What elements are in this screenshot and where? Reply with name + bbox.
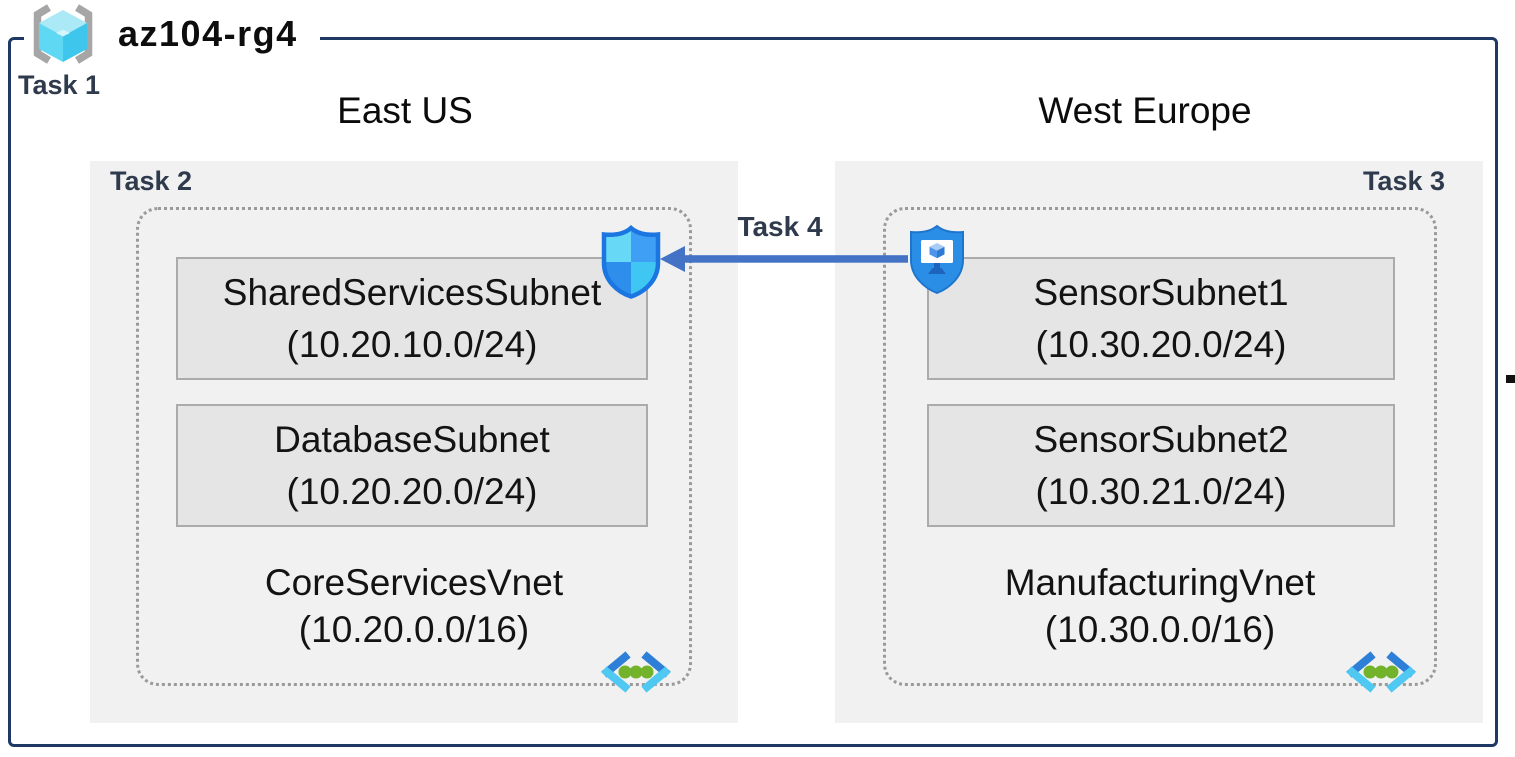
- application-security-group-icon: [910, 224, 964, 295]
- subnet-cidr: (10.20.20.0/24): [286, 470, 538, 512]
- subnet-database: DatabaseSubnet (10.20.20.0/24): [176, 404, 648, 527]
- virtual-network-icon: [1346, 651, 1416, 693]
- vnet-cidr: (10.30.0.0/16): [1044, 608, 1276, 650]
- coreservices-vnet-boundary: SharedServicesSubnet (10.20.10.0/24) Dat…: [136, 207, 692, 693]
- subnet-name: DatabaseSubnet: [274, 418, 550, 460]
- virtual-network-icon: [601, 651, 671, 693]
- coreservices-vnet-label: CoreServicesVnet (10.20.0.0/16): [139, 560, 689, 653]
- subnet-cidr: (10.30.21.0/24): [1035, 470, 1287, 512]
- resource-group-frame: [8, 37, 1498, 747]
- task4-label: Task 4: [737, 211, 823, 242]
- subnet-cidr: (10.20.10.0/24): [286, 323, 538, 365]
- vnet-name: CoreServicesVnet: [264, 562, 564, 603]
- resource-group-title-block: az104-rg4: [24, 2, 320, 66]
- subnet-name: SensorSubnet2: [1033, 418, 1289, 460]
- subnet-sensor1: SensorSubnet1 (10.30.20.0/24): [927, 257, 1395, 380]
- vnet-name: ManufacturingVnet: [1004, 562, 1316, 603]
- region-title-east-us: East US: [337, 90, 473, 131]
- region-panel-west-europe: Task 3 SensorSubnet1 (10.30.20.0/24) Sen…: [835, 161, 1483, 723]
- manufacturing-vnet-boundary: SensorSubnet1 (10.30.20.0/24) SensorSubn…: [883, 207, 1437, 693]
- region-title-west-europe: West Europe: [1038, 90, 1252, 131]
- vnet-cidr: (10.20.0.0/16): [298, 608, 530, 650]
- task3-label: Task 3: [1362, 166, 1445, 196]
- page-title: az104-rg4: [118, 13, 298, 54]
- subnet-cidr: (10.30.20.0/24): [1035, 323, 1287, 365]
- task4-arrow: [660, 246, 908, 272]
- subnet-name: SharedServicesSubnet: [222, 271, 602, 313]
- manufacturing-vnet-label: ManufacturingVnet (10.30.0.0/16): [886, 560, 1434, 653]
- resource-group-icon: [33, 4, 93, 64]
- task1-label: Task 1: [18, 70, 101, 100]
- task2-label: Task 2: [110, 166, 193, 196]
- subnet-name: SensorSubnet1: [1033, 271, 1289, 313]
- subnet-sharedservices: SharedServicesSubnet (10.20.10.0/24): [176, 257, 648, 380]
- subnet-sensor2: SensorSubnet2 (10.30.21.0/24): [927, 404, 1395, 527]
- page-edge-mark: [1506, 375, 1515, 383]
- network-security-group-icon: [601, 225, 661, 299]
